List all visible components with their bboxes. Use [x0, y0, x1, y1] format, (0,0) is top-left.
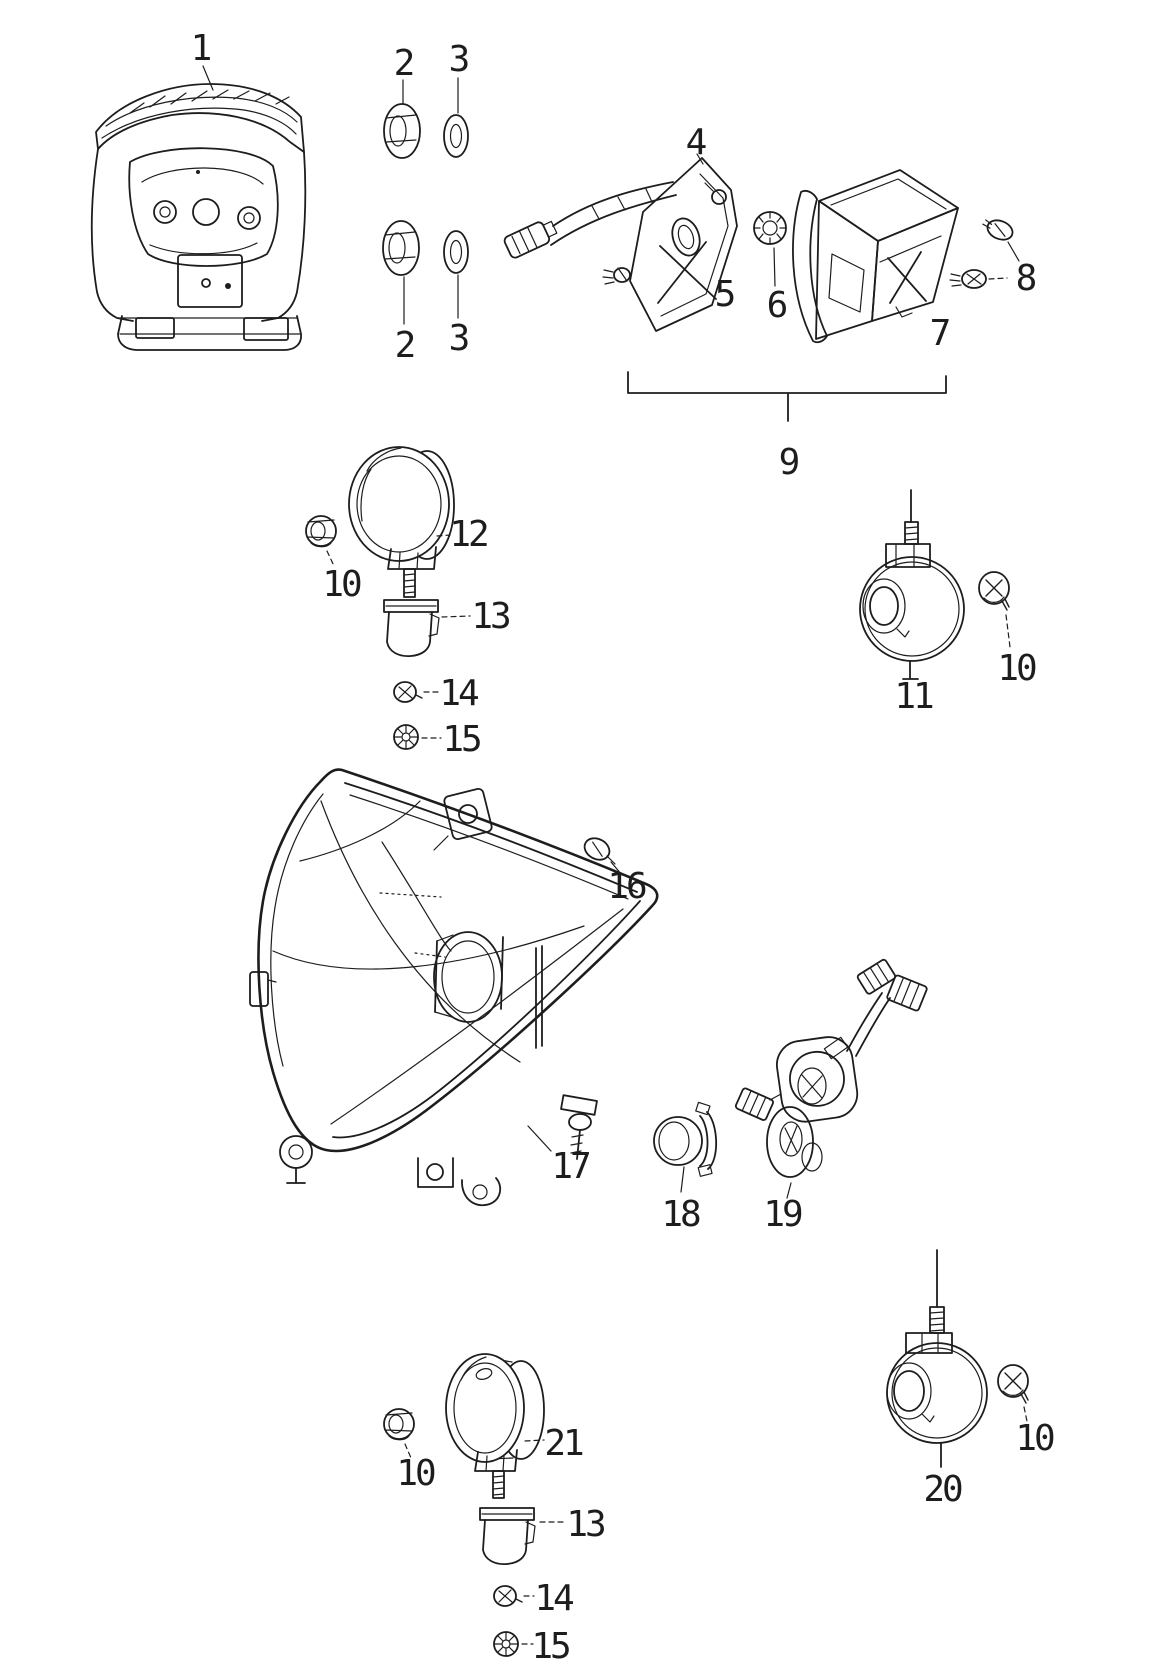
leader-line-10-left	[326, 550, 335, 567]
callout-10-bottom-right: 10	[1015, 1418, 1054, 1459]
screw-16	[583, 837, 616, 865]
headlight-assembly-17	[249, 768, 659, 1207]
screw-10-bottom-right	[997, 1364, 1029, 1404]
screw-8-upper	[982, 219, 1014, 241]
callout-21: 21	[544, 1423, 583, 1464]
grommet-2-top	[383, 103, 421, 159]
callout-11: 11	[894, 676, 933, 717]
callout-2-top: 2	[394, 43, 413, 84]
leader-line-12	[436, 534, 451, 537]
grommet-2-bottom	[382, 220, 420, 276]
callout-20: 20	[923, 1469, 962, 1510]
leader-line-1	[202, 65, 214, 91]
callout-12: 12	[449, 514, 487, 555]
adjuster-nut-6	[753, 211, 787, 245]
callout-10-right: 10	[997, 648, 1036, 689]
callout-7: 7	[930, 313, 949, 354]
turn-signal-lamp-11	[859, 489, 965, 680]
bulb-18	[653, 1101, 718, 1177]
callout-3-bottom: 3	[449, 318, 468, 359]
socket-cover-13-bottom	[479, 1507, 536, 1566]
callout-15-bottom: 15	[531, 1626, 569, 1667]
callout-1: 1	[191, 28, 211, 69]
leader-line-19	[786, 1182, 792, 1199]
turn-signal-lamp-21	[445, 1353, 545, 1499]
callout-15-top: 15	[442, 719, 480, 760]
leader-line-8a	[1007, 241, 1020, 262]
leader-line-17	[527, 1125, 552, 1152]
callout-14-top: 14	[439, 673, 478, 714]
callout-5: 5	[715, 274, 734, 315]
leader-line-8b	[988, 277, 1008, 280]
screw-15-bottom	[493, 1631, 519, 1657]
front-cover	[90, 83, 307, 351]
callout-16: 16	[607, 866, 646, 907]
washer-3-top	[443, 114, 469, 158]
callout-13-bottom: 13	[566, 1504, 604, 1545]
leader-line-10-bottom-right	[1023, 1406, 1029, 1427]
leader-line-13-top	[441, 615, 471, 618]
callout-10-left: 10	[322, 564, 361, 605]
leader-line-21	[524, 1439, 545, 1442]
flange-nut-10-bottom-left	[383, 1408, 415, 1441]
callout-10-bottom-left: 10	[396, 1453, 435, 1494]
turn-signal-lamp-20	[886, 1249, 988, 1468]
callout-17: 17	[551, 1146, 589, 1187]
callout-6: 6	[767, 285, 787, 326]
screw-8-lower	[949, 269, 987, 289]
leader-line-4	[696, 153, 704, 165]
screw-15-top	[393, 724, 419, 750]
turn-signal-lamp-12	[348, 446, 455, 598]
callout-13-top: 13	[471, 596, 509, 637]
callout-14-bottom: 14	[534, 1578, 573, 1619]
flange-nut-10-left	[305, 515, 337, 548]
socket-cover-13-top	[383, 599, 440, 658]
group-bracket-9	[627, 371, 947, 422]
wiring-harness-19	[734, 958, 928, 1178]
callout-3-top: 3	[449, 39, 468, 80]
washer-3-bottom	[443, 230, 469, 274]
callout-19: 19	[763, 1194, 802, 1235]
callout-4: 4	[686, 122, 706, 163]
leader-line-10-right	[1005, 614, 1011, 648]
leader-line-18	[680, 1166, 685, 1193]
taillight-housing-7	[792, 169, 959, 344]
screw-14-top	[393, 681, 423, 703]
screw-10-right	[978, 571, 1010, 611]
screw-14-bottom	[493, 1585, 523, 1607]
wiring-and-bracket-plate	[503, 157, 738, 332]
callout-2-bottom: 2	[395, 325, 414, 366]
callout-18: 18	[661, 1194, 700, 1235]
callout-labels: 1 2 3 2 3 4 5 6 7 8 9 10 12 13 14 15 11 …	[191, 28, 1057, 1667]
callout-9: 9	[779, 442, 799, 483]
leader-line-6	[773, 247, 776, 287]
callout-8: 8	[1016, 258, 1036, 299]
leader-line-10-bottom-left	[404, 1443, 412, 1459]
